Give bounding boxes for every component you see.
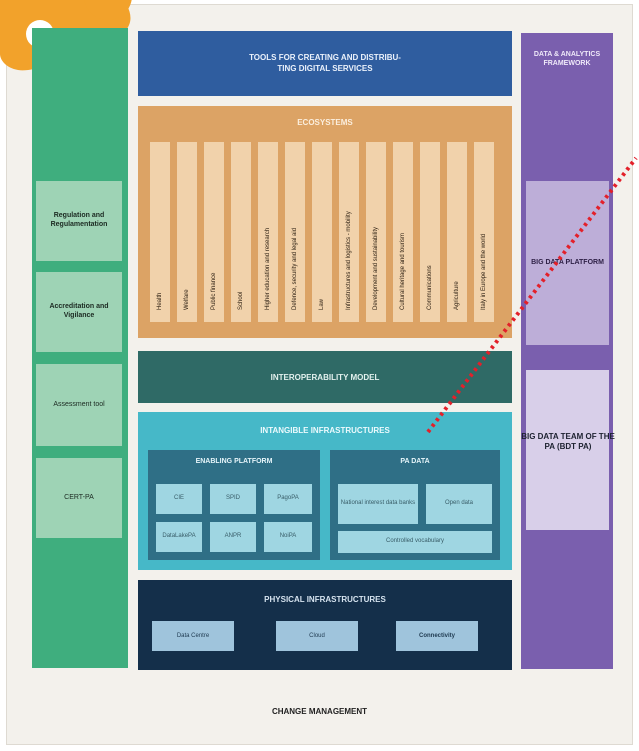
pagopa-box: PagoPA [264, 484, 312, 514]
ecosystem-bar: Public finance [204, 142, 224, 322]
data-analytics-title: DATA & ANALYTICS FRAMEWORK [533, 51, 601, 68]
spid-box: SPID [210, 484, 256, 514]
big-data-platform-label: BIG DATA PLATFORM [531, 258, 604, 266]
national-data-banks-box: National interest data banks [338, 484, 418, 524]
connectivity-box: Connectivity [396, 621, 478, 651]
accreditation-box: Accreditation and Vigilance [36, 272, 122, 352]
ecosystem-bar: Defence, security and legal aid [285, 142, 305, 322]
open-data-box: Open data [426, 484, 492, 524]
big-data-platform-box: BIG DATA PLATFORM [526, 181, 609, 345]
change-management-label: CHANGE MANAGEMENT [271, 707, 368, 716]
ecosystem-bar: Development and sustainability [366, 142, 386, 322]
controlled-vocabulary-box: Controlled vocabulary [338, 531, 492, 553]
big-data-team-label: BIG DATA TEAM OF THE PA (BDT PA) [521, 432, 615, 451]
regulation-box: Regulation and Regulamentation [36, 181, 122, 261]
ecosystems-box: ECOSYSTEMS Health Welfare Public finance… [138, 106, 512, 338]
assessment-tool-box: Assessment tool [36, 364, 122, 446]
intangible-infrastructures-box: INTANGIBLE INFRASTRUCTURES ENABLING PLAT… [138, 412, 512, 570]
ecosystem-bar: Cultural heritage and tourism [393, 142, 413, 322]
cloud-box: Cloud [276, 621, 358, 651]
tools-box: TOOLS FOR CREATING AND DISTRIBU- TING DI… [138, 31, 512, 96]
ecosystem-bar: Welfare [177, 142, 197, 322]
anpr-box: ANPR [210, 522, 256, 552]
data-centre-box: Data Centre [152, 621, 234, 651]
ecosystem-bar: Italy in Europe and the world [474, 142, 494, 322]
intangible-title: INTANGIBLE INFRASTRUCTURES [260, 426, 390, 435]
ecosystem-bar: School [231, 142, 251, 322]
ecosystem-bar: Law [312, 142, 332, 322]
data-analytics-column [521, 33, 613, 669]
pa-data-title: PA DATA [400, 458, 430, 465]
interoperability-model-box: INTEROPERABILITY MODEL [138, 351, 512, 403]
ecosystem-bar: Infrastructures and logistics - mobility [339, 142, 359, 322]
cie-box: CIE [156, 484, 202, 514]
big-data-team-box [526, 370, 609, 530]
physical-title: PHYSICAL INFRASTRUCTURES [264, 595, 386, 604]
cert-pa-box: CERT-PA [36, 458, 122, 538]
ecosystem-bar: Communications [420, 142, 440, 322]
enabling-platform-title: ENABLING PLATFORM [195, 458, 273, 465]
physical-infrastructures-box: PHYSICAL INFRASTRUCTURES Data Centre Clo… [138, 580, 512, 670]
ecosystem-bar: Health [150, 142, 170, 322]
ecosystems-title: ECOSYSTEMS [297, 118, 353, 127]
pa-data-panel: PA DATA National interest data banks Ope… [330, 450, 500, 560]
tools-title: TOOLS FOR CREATING AND DISTRIBU- TING DI… [249, 52, 401, 73]
datalakepa-box: DataLakePA [156, 522, 202, 552]
enabling-platform-panel: ENABLING PLATFORM CIE SPID PagoPA DataLa… [148, 450, 320, 560]
ecosystem-bar: Higher education and research [258, 142, 278, 322]
interoperability-title: INTEROPERABILITY MODEL [270, 372, 380, 382]
noipa-box: NoiPA [264, 522, 312, 552]
ecosystem-bar: Agriculture [447, 142, 467, 322]
